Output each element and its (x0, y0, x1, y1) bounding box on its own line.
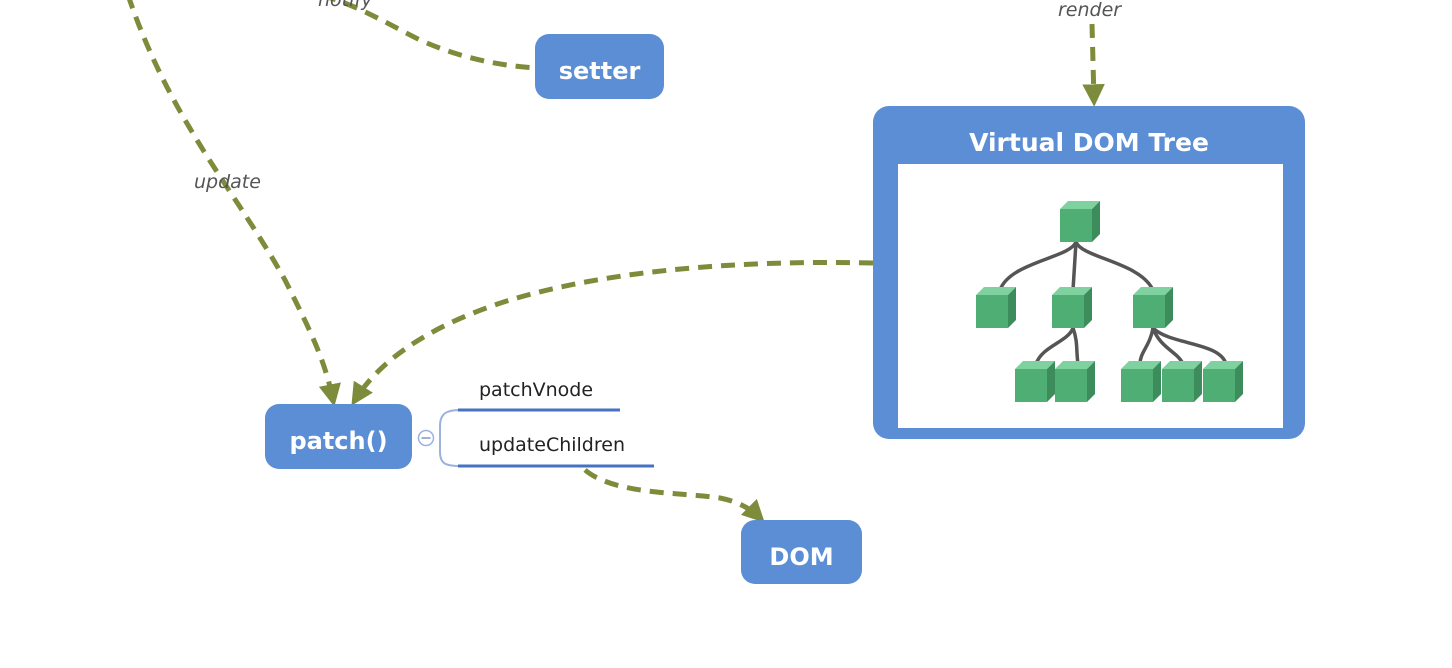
patch-label: patch() (289, 427, 387, 455)
update-children-label: updateChildren (479, 434, 625, 456)
update-edge-label: update (194, 171, 261, 193)
cube-icon-level1-left (976, 287, 1016, 328)
children-to-dom-arrow (583, 468, 765, 523)
cube-icon-level2-5 (1203, 361, 1243, 402)
collapse-toggle[interactable] (417, 429, 435, 447)
cube-icon-level2-1 (1015, 361, 1055, 402)
dom-node: DOM (741, 520, 862, 584)
cube-icon-level2-2 (1055, 361, 1095, 402)
render-edge-label: render (1058, 0, 1122, 21)
cube-icon-root (1060, 201, 1100, 242)
patch-vnode-label: patchVnode (479, 379, 593, 401)
patch-node: patch() (265, 404, 412, 469)
setter-label: setter (559, 57, 641, 85)
dom-label: DOM (769, 543, 833, 571)
vdom-to-patch-arrow (351, 259, 874, 406)
cube-icon-level1-right (1133, 287, 1173, 328)
render-arrow (1082, 23, 1105, 107)
cube-icon-level1-middle (1052, 287, 1092, 328)
cube-icon-level2-3 (1121, 361, 1161, 402)
virtual-dom-tree-title: Virtual DOM Tree (969, 128, 1209, 157)
setter-node: setter (535, 34, 664, 99)
notify-edge-label: notify (318, 0, 373, 11)
notify-arrow (328, 0, 539, 71)
cube-icon-level2-4 (1162, 361, 1202, 402)
branch-bracket (439, 409, 461, 467)
update-arrow (127, 0, 341, 407)
